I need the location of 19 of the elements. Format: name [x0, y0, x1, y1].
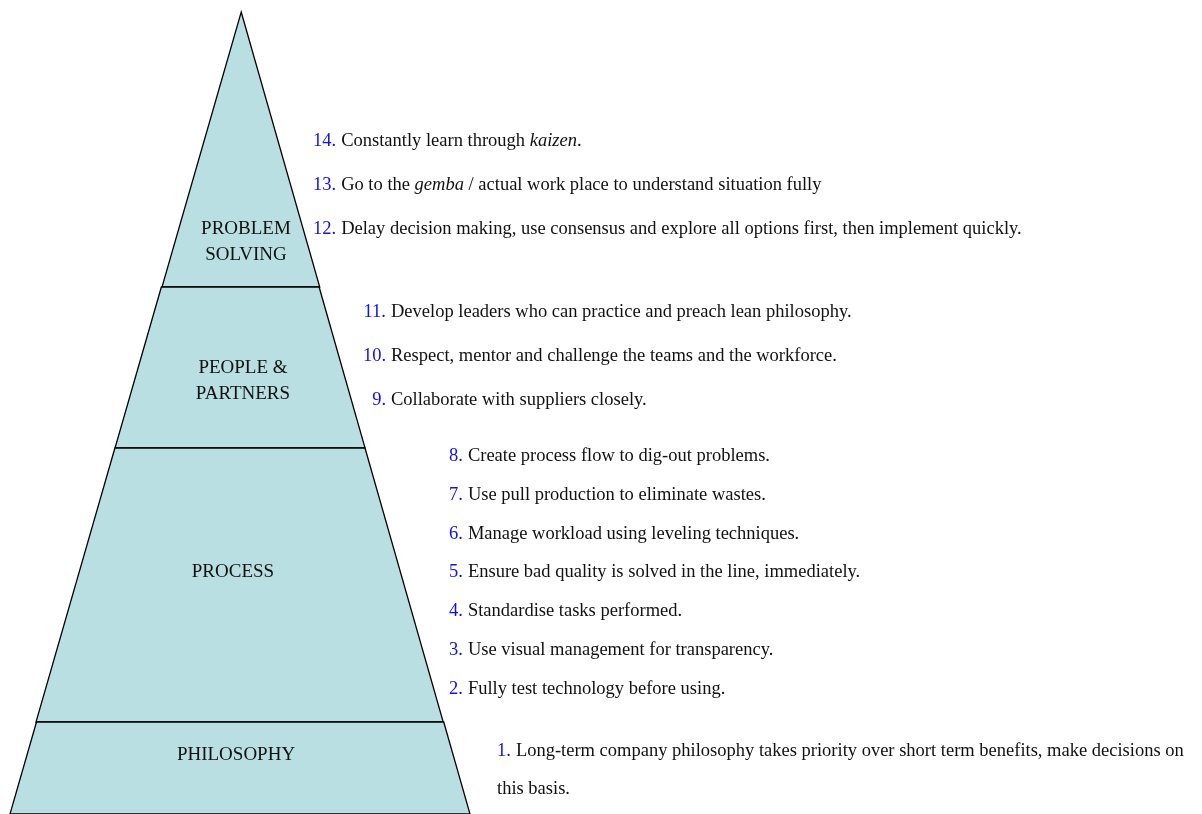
- principle-text: 12. Delay decision making, use consensus and explore all options first, then implement quickly.: [313, 217, 1022, 240]
- principle-text: 5. Ensure bad quality is solved in the line, immediately.: [449, 560, 861, 584]
- principle-text: 6. Manage workload using leveling techniques.: [449, 521, 800, 545]
- layer-label: PHILOSOPHY: [175, 742, 297, 766]
- principle-text: 10. Respect, mentor and challenge the teams and the workforce.: [361, 344, 837, 367]
- principle-text: 13. Go to the gemba / actual work place to understand situation fully: [313, 173, 822, 196]
- principle-text: 1. Long-term company philosophy takes priority over short term benefits, make decisions on this basis.: [497, 739, 1185, 800]
- principle-text: 2. Fully test technology before using.: [449, 676, 726, 700]
- layer-label: PEOPLE & PARTNERS: [194, 355, 292, 405]
- principle-text: 3. Use visual management for transparency.: [449, 638, 774, 661]
- layer-label: PROCESS: [190, 559, 276, 583]
- principle-text: 14. Constantly learn through kaizen.: [313, 129, 582, 152]
- pyramid-layer: [6, 722, 474, 814]
- principle-text: 9. Collaborate with suppliers closely.: [371, 388, 647, 411]
- principle-text: 8. Create process flow to dig-out problems.: [449, 444, 770, 467]
- layer-label: PROBLEM SOLVING: [200, 216, 292, 266]
- principle-text: 7. Use pull production to eliminate wastes.: [449, 482, 766, 506]
- principle-text: 11. Develop leaders who can practice and preach lean philosophy.: [362, 300, 852, 323]
- principle-text: 4. Standardise tasks performed.: [449, 599, 683, 623]
